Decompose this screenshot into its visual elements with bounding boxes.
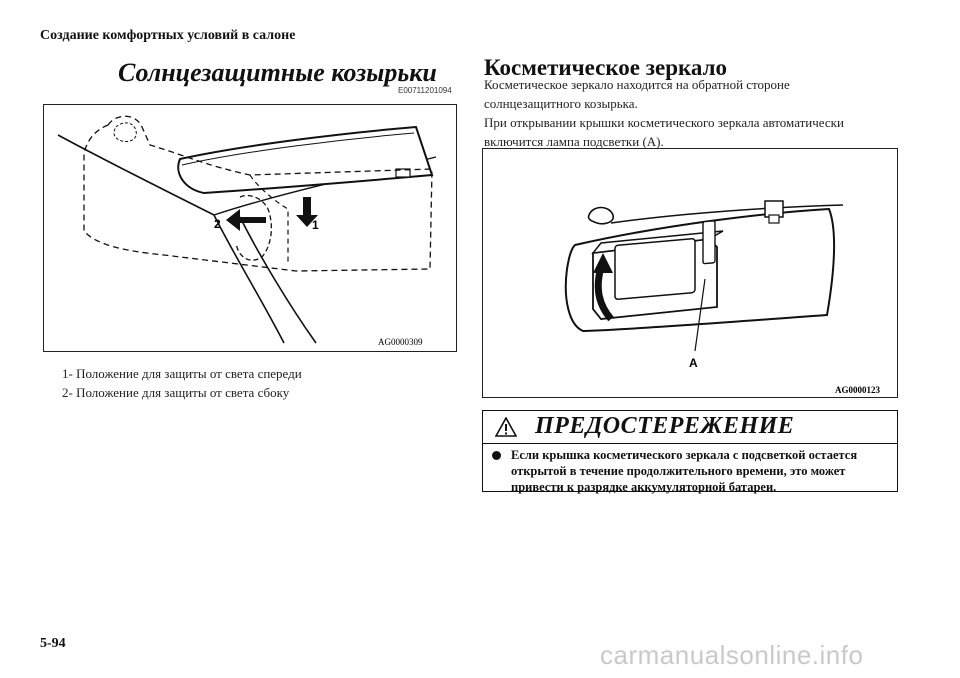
figure-code: AG0000309 [378, 337, 423, 347]
section-code: E00711201094 [398, 86, 452, 95]
paragraph-line-1: Косметическое зеркало находится на обрат… [484, 77, 790, 92]
paragraph-line-3: При открывании крышки косметического зер… [484, 115, 844, 130]
warning-triangle-icon [495, 417, 517, 437]
warning-line-2: открытой в течение продолжительного врем… [511, 464, 846, 478]
sun-visors-title: Солнцезащитные козырьки [118, 58, 437, 87]
caption-1: 1- Положение для защиты от света спереди [62, 366, 302, 381]
figure-label-1: 1 [312, 218, 319, 232]
warning-line-3: привести к разрядке аккумуляторной батар… [511, 480, 777, 494]
caption-2: 2- Положение для защиты от света сбоку [62, 385, 290, 400]
figure-code: AG0000123 [835, 385, 881, 395]
figure-label-2: 2 [214, 217, 221, 231]
bullet-icon [492, 451, 501, 460]
warning-box: ПРЕДОСТЕРЕЖЕНИЕ Если крышка косметическо… [482, 410, 898, 495]
warning-line-1: Если крышка косметического зеркала с под… [511, 448, 858, 462]
warning-header: ПРЕДОСТЕРЕЖЕНИЕ [483, 411, 897, 444]
paragraph-line-2: солнцезащитного козырька. [484, 96, 638, 111]
paragraph-line-4: включится лампа подсветки (A). [484, 134, 664, 149]
sun-visor-figure: 1 2 AG0000309 [43, 104, 457, 352]
section-header: Создание комфортных условий в салоне [40, 28, 296, 43]
sun-visor-illustration: 1 2 AG0000309 [57, 115, 437, 347]
page-number: 5-94 [40, 636, 66, 651]
watermark: carmanualsonline.info [600, 640, 864, 670]
warning-text: Если крышка косметического зеркала с под… [511, 447, 891, 495]
vanity-mirror-figure: A AG0000123 [482, 148, 898, 398]
vanity-mirror-title: Косметическое зеркало [484, 55, 727, 80]
warning-title: ПРЕДОСТЕРЕЖЕНИЕ [535, 413, 795, 439]
vanity-mirror-illustration: A AG0000123 [564, 200, 881, 395]
figure-label-a: A [689, 356, 698, 370]
